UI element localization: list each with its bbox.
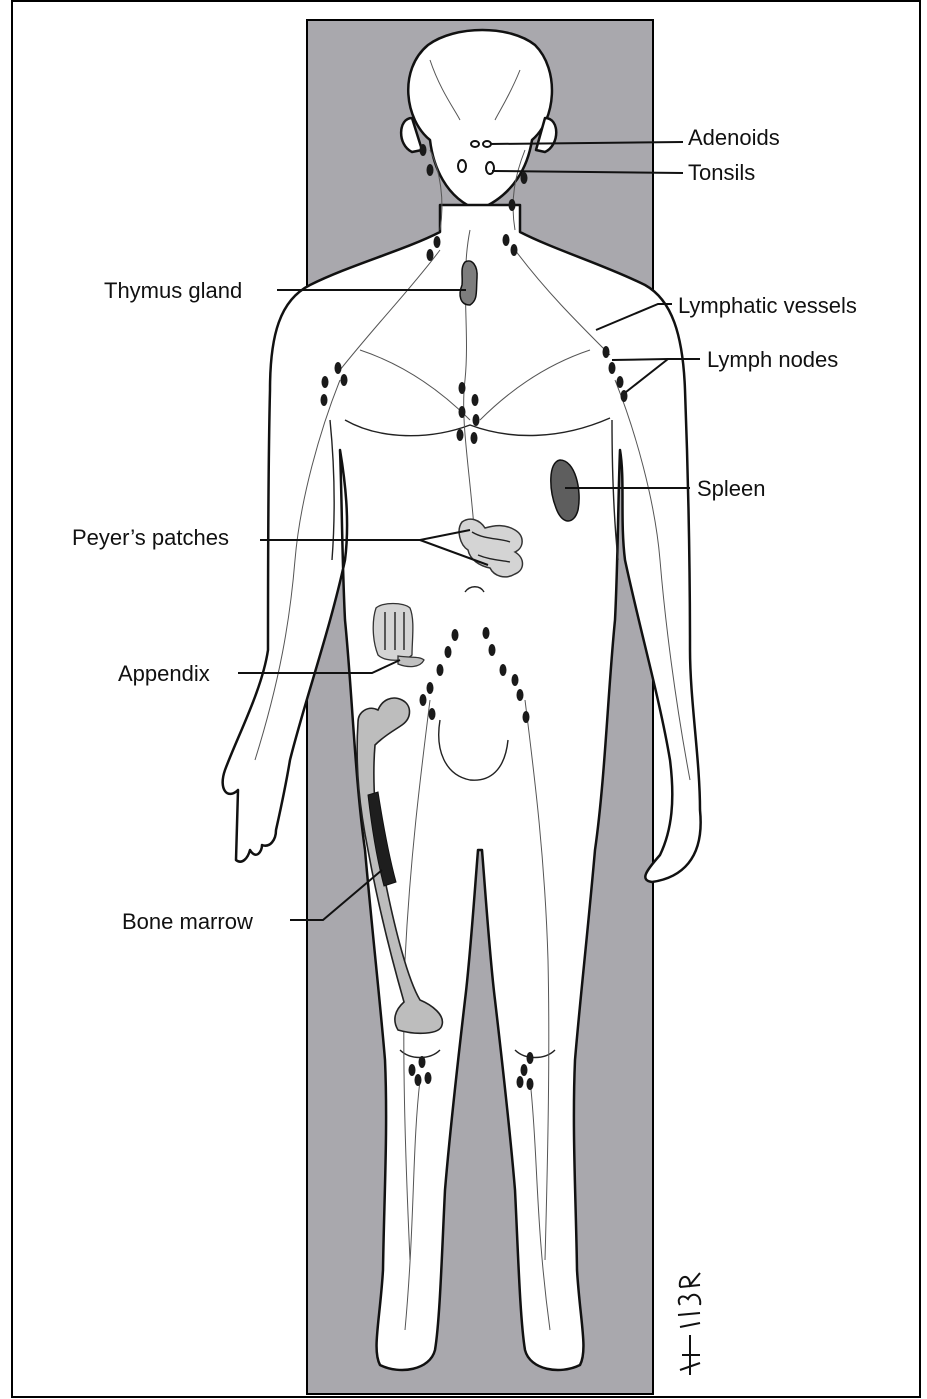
- lymph-node: [509, 199, 516, 211]
- label-tonsils: Tonsils: [688, 160, 755, 185]
- lymph-node: [473, 414, 480, 426]
- lymph-node: [489, 644, 496, 656]
- lymph-node: [409, 1064, 416, 1076]
- label-bone-marrow: Bone marrow: [122, 909, 253, 934]
- lymph-node: [521, 172, 528, 184]
- lymph-node: [603, 346, 610, 358]
- lymph-node: [420, 144, 427, 156]
- lymph-node: [427, 164, 434, 176]
- lymph-node: [500, 664, 507, 676]
- lymph-node: [427, 249, 434, 261]
- lymph-node: [321, 394, 328, 406]
- lymph-node: [459, 382, 466, 394]
- label-thymus-gland: Thymus gland: [104, 278, 242, 303]
- label-adenoids: Adenoids: [688, 125, 780, 150]
- thymus-shape: [460, 261, 477, 305]
- lymph-node: [517, 1076, 524, 1088]
- lymph-node: [425, 1072, 432, 1084]
- colon-shape: [373, 604, 413, 661]
- lymph-node: [335, 362, 342, 374]
- lymph-node: [617, 376, 624, 388]
- lymph-node: [429, 708, 436, 720]
- lymph-node: [609, 362, 616, 374]
- lymph-node: [517, 689, 524, 701]
- lymph-node: [471, 432, 478, 444]
- label-lymph-nodes: Lymph nodes: [707, 347, 838, 372]
- lymph-node: [427, 682, 434, 694]
- lymph-node: [527, 1052, 534, 1064]
- lymph-node: [322, 376, 329, 388]
- lymph-node: [415, 1074, 422, 1086]
- lymph-node: [419, 1056, 426, 1068]
- lymph-node: [434, 236, 441, 248]
- lymph-node: [459, 406, 466, 418]
- lymph-node: [523, 711, 530, 723]
- lymph-node: [341, 374, 348, 386]
- lymph-nodes-leader-a: [612, 359, 700, 360]
- label-spleen: Spleen: [697, 476, 766, 501]
- lymph-node: [503, 234, 510, 246]
- label-appendix: Appendix: [118, 661, 210, 686]
- label-lymphatic-vessels: Lymphatic vessels: [678, 293, 857, 318]
- lymph-node: [437, 664, 444, 676]
- lymph-node: [445, 646, 452, 658]
- lymph-node: [512, 674, 519, 686]
- lymph-node: [483, 627, 490, 639]
- lymph-node: [420, 694, 427, 706]
- appendix-shape: [398, 656, 424, 667]
- lymph-node: [472, 394, 479, 406]
- lymph-node: [457, 429, 464, 441]
- lymph-node: [521, 1064, 528, 1076]
- lymph-node: [452, 629, 459, 641]
- label-peyers-patches: Peyer’s patches: [72, 525, 229, 550]
- lymph-node: [527, 1078, 534, 1090]
- lymph-node: [511, 244, 518, 256]
